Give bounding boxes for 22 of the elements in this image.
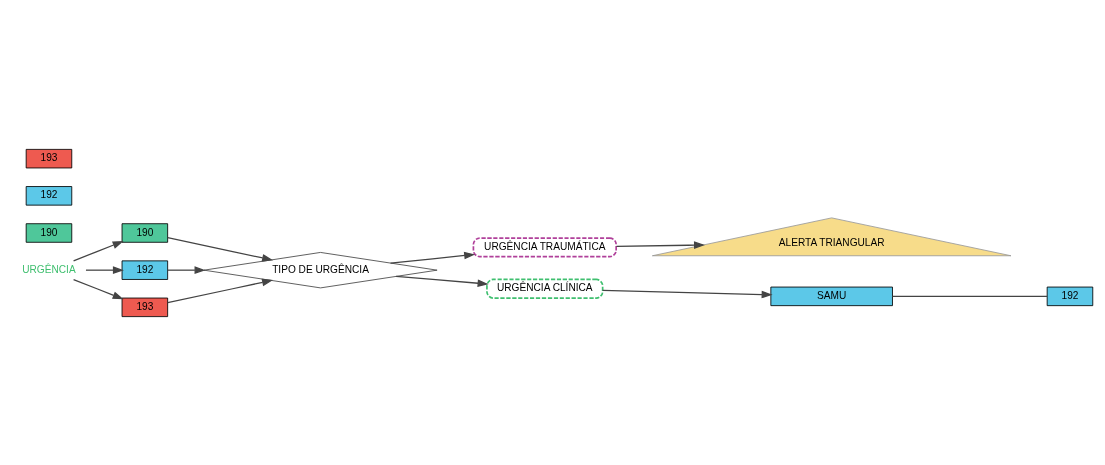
arrow: [72, 240, 124, 261]
node-box: 190: [121, 222, 169, 243]
node-box: 190: [25, 222, 73, 243]
node-box: 193: [121, 297, 169, 317]
arrow: [72, 278, 124, 299]
arrow: [615, 240, 705, 249]
arrow: [389, 251, 476, 264]
arrow: [167, 236, 274, 262]
node-box: URGÊNCIA CLÍNICA: [486, 278, 604, 299]
arrow: [395, 275, 489, 287]
node-box: 192: [1046, 286, 1094, 306]
arrow: [167, 265, 206, 274]
connector: [891, 295, 1048, 297]
arrow: [602, 289, 773, 298]
node-box: 192: [25, 185, 73, 206]
arrow: [167, 278, 274, 303]
node-box: SAMU: [770, 286, 893, 306]
arrow: [85, 265, 124, 274]
node-box: 192: [121, 259, 169, 280]
node-box: URGÊNCIA TRAUMÁTICA: [472, 236, 617, 257]
node-box: 193: [25, 148, 73, 168]
node-text: URGÊNCIA: [22, 263, 76, 275]
